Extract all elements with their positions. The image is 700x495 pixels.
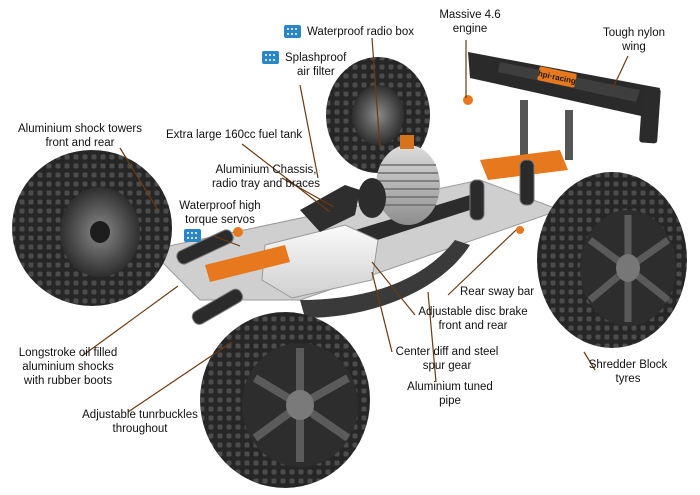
label-waterproof-radio-box: Waterproof radio box [307, 26, 414, 38]
front-left-tire [12, 150, 172, 306]
engine [358, 135, 440, 225]
rear-wing: hpi·racing [468, 52, 661, 160]
label-chassis: Aluminium Chassis,radio tray and braces [211, 164, 321, 190]
leader-lines [81, 37, 629, 413]
tuned-pipe [300, 240, 470, 318]
waterproof-badge-icon [262, 51, 279, 64]
front-right-tire [200, 312, 370, 488]
label-rear-sway-bar: Rear sway bar [460, 286, 535, 298]
fuel-tank [261, 185, 379, 299]
rear-right-tire [537, 172, 687, 348]
waterproof-badge-icon [184, 229, 201, 242]
label-fuel-tank: Extra large 160cc fuel tank [166, 129, 303, 141]
waterproof-badge-icon [284, 25, 301, 38]
